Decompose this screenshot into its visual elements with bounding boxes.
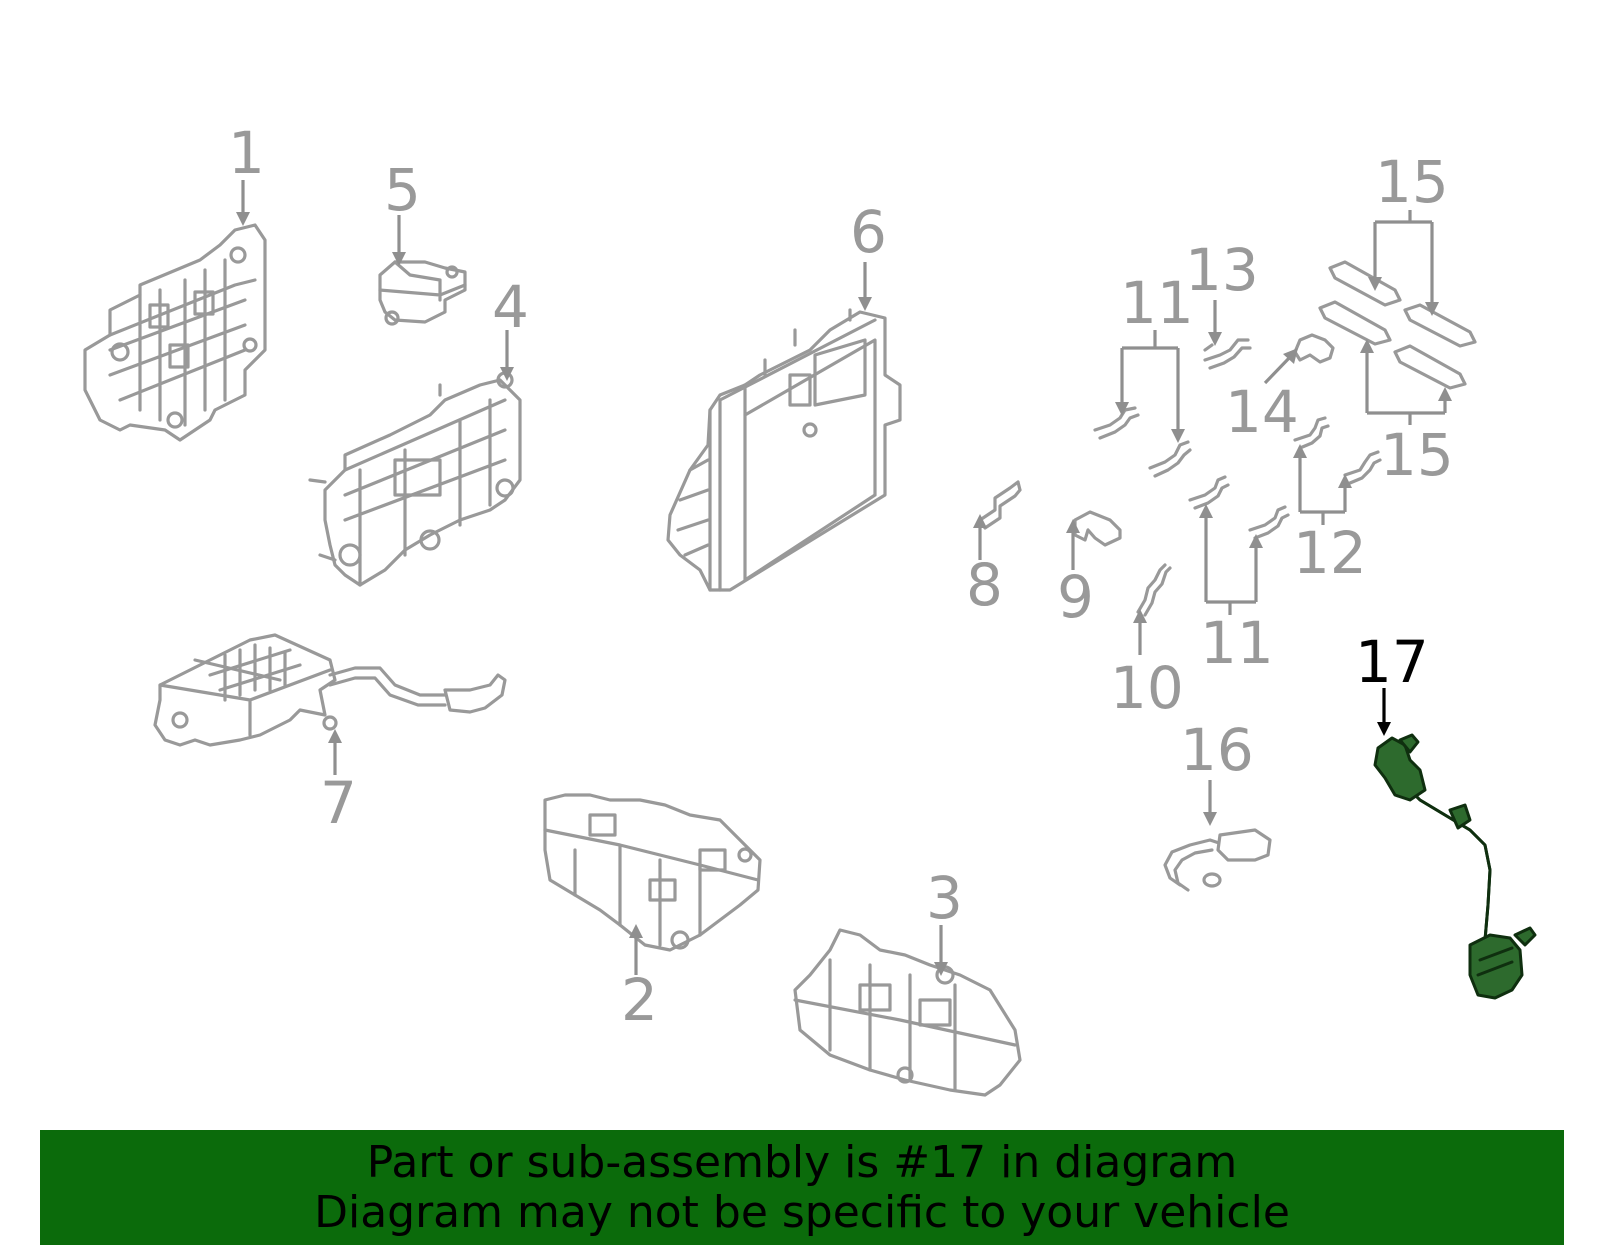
part-10-clip[interactable] [1136, 563, 1172, 617]
part-11-clip-d[interactable] [1248, 505, 1290, 540]
part-17-battery-cable[interactable] [1373, 733, 1537, 1000]
callout-15-bottom[interactable]: 15 [1380, 421, 1454, 489]
callout-11-bottom[interactable]: 11 [1200, 609, 1274, 677]
callout-8[interactable]: 8 [966, 551, 1003, 619]
callout-6[interactable]: 6 [850, 198, 887, 266]
part-12-clip-b[interactable] [1343, 450, 1382, 485]
part-4-module-bracket[interactable] [308, 371, 522, 587]
part-5-bracket[interactable] [378, 260, 467, 326]
callout-10[interactable]: 10 [1110, 654, 1184, 722]
callout-5[interactable]: 5 [384, 156, 421, 224]
banner-line-2: Diagram may not be specific to your vehi… [314, 1187, 1290, 1238]
part-15-strip-c[interactable] [1318, 300, 1392, 346]
callout-1[interactable]: 1 [228, 119, 265, 187]
part-3-tray[interactable] [793, 928, 1022, 1097]
banner-line-1: Part or sub-assembly is #17 in diagram [366, 1137, 1238, 1188]
callout-13[interactable]: 13 [1185, 236, 1259, 304]
part-8-clip[interactable] [978, 480, 1022, 530]
callout-16[interactable]: 16 [1180, 716, 1254, 784]
leader-arrows [236, 180, 1452, 976]
part-15-strip-a[interactable] [1328, 260, 1402, 307]
callout-7[interactable]: 7 [320, 769, 357, 837]
part-13-clip[interactable] [1203, 338, 1252, 370]
part-11-clip-c[interactable] [1188, 475, 1230, 510]
part-15-strip-d[interactable] [1393, 344, 1467, 390]
part-12-clip-a[interactable] [1293, 416, 1330, 450]
part-16-ground-strap[interactable] [1163, 828, 1272, 892]
part-11-clip-b[interactable] [1148, 440, 1192, 478]
part-6-ecu[interactable] [666, 308, 902, 592]
callout-11-top[interactable]: 11 [1120, 269, 1194, 337]
callout-15-top[interactable]: 15 [1375, 148, 1449, 216]
callout-12[interactable]: 12 [1293, 519, 1367, 587]
callout-3[interactable]: 3 [926, 864, 963, 932]
callout-4[interactable]: 4 [492, 273, 529, 341]
part-7-shifter-harness[interactable] [153, 633, 507, 747]
callout-17[interactable]: 17 [1355, 628, 1429, 696]
callout-2[interactable]: 2 [621, 966, 658, 1034]
part-9-clip[interactable] [1073, 510, 1122, 547]
part-2-lower-bracket[interactable] [543, 793, 762, 952]
callout-labels: 1 2 3 4 5 6 7 8 9 10 11 11 12 13 14 15 1… [228, 119, 1454, 1034]
part-14-clip[interactable] [1293, 333, 1335, 364]
info-banner: Part or sub-assembly is #17 in diagram D… [40, 1130, 1564, 1245]
callout-9[interactable]: 9 [1057, 563, 1094, 631]
part-11-clip-a[interactable] [1093, 406, 1140, 440]
part-1-relay-box[interactable] [83, 223, 267, 442]
part-15-strip-b[interactable] [1403, 303, 1477, 348]
callout-14[interactable]: 14 [1225, 378, 1299, 446]
